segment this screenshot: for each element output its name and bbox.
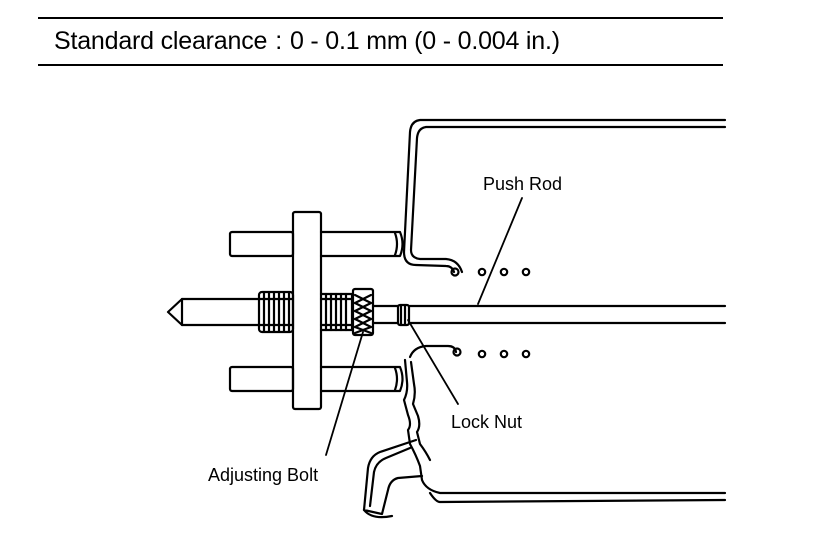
push-rod-leader bbox=[477, 197, 523, 305]
push-rod-label: Push Rod bbox=[483, 174, 562, 194]
bottom-rule bbox=[38, 64, 723, 66]
spec-value: 0 - 0.1 mm (0 - 0.004 in.) bbox=[289, 27, 560, 55]
adjusting-bolt-label: Adjusting Bolt bbox=[208, 465, 318, 485]
top-rule bbox=[38, 17, 723, 19]
adjusting-bolt bbox=[351, 287, 400, 337]
spec-label: Standard clearance bbox=[54, 27, 268, 55]
tool-upper-pin bbox=[228, 230, 404, 258]
lock-nut-leader bbox=[407, 319, 459, 405]
adjusting-bolt-leader bbox=[325, 331, 364, 456]
push-rod bbox=[408, 304, 727, 325]
standard-clearance-spec: Standard clearance:0 - 0.1 mm (0 - 0.004… bbox=[54, 26, 560, 56]
lock-nut-label: Lock Nut bbox=[451, 412, 522, 432]
tool-plate bbox=[291, 210, 323, 411]
leader-lines bbox=[325, 197, 523, 456]
booster-housing bbox=[362, 118, 727, 519]
spec-separator: : bbox=[275, 27, 282, 55]
tool-lower-pin bbox=[228, 365, 404, 393]
lock-nut bbox=[396, 303, 411, 327]
